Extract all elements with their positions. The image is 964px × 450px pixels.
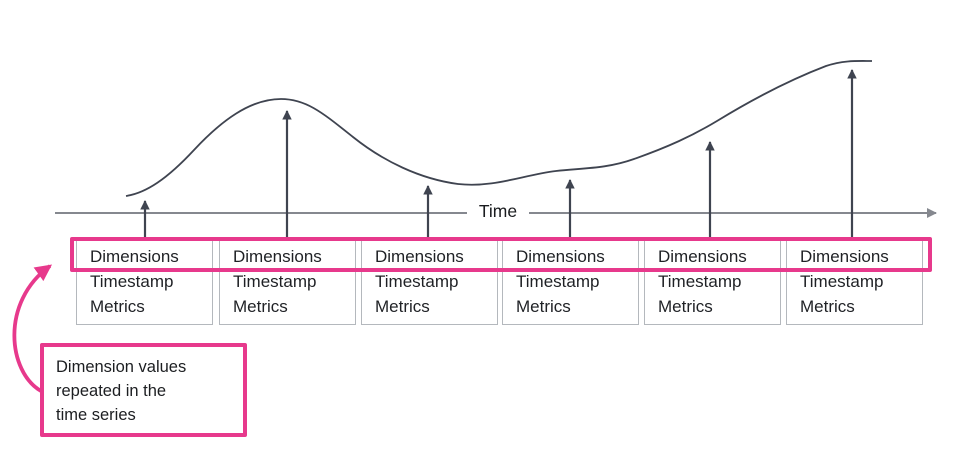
record-box-4: Dimensions Timestamp Metrics <box>502 239 639 325</box>
field-timestamp: Timestamp <box>658 272 742 291</box>
record-box-1: Dimensions Timestamp Metrics <box>76 239 213 325</box>
data-point-arrows <box>140 69 857 239</box>
field-metrics: Metrics <box>375 297 430 316</box>
record-box-3: Dimensions Timestamp Metrics <box>361 239 498 325</box>
field-timestamp: Timestamp <box>90 272 174 291</box>
field-timestamp: Timestamp <box>800 272 884 291</box>
field-metrics: Metrics <box>800 297 855 316</box>
field-metrics: Metrics <box>658 297 713 316</box>
field-dimensions: Dimensions <box>658 247 747 266</box>
time-series-curve <box>125 60 873 197</box>
field-timestamp: Timestamp <box>375 272 459 291</box>
field-dimensions: Dimensions <box>375 247 464 266</box>
record-box-6: Dimensions Timestamp Metrics <box>786 239 923 325</box>
callout-box: Dimension values repeated in the time se… <box>40 343 247 437</box>
field-timestamp: Timestamp <box>233 272 317 291</box>
time-axis-label: Time <box>478 201 518 221</box>
field-dimensions: Dimensions <box>233 247 322 266</box>
record-box-5: Dimensions Timestamp Metrics <box>644 239 781 325</box>
field-metrics: Metrics <box>233 297 288 316</box>
field-dimensions: Dimensions <box>90 247 179 266</box>
field-timestamp: Timestamp <box>516 272 600 291</box>
record-box-2: Dimensions Timestamp Metrics <box>219 239 356 325</box>
field-metrics: Metrics <box>516 297 571 316</box>
callout-arrow-icon <box>12 264 53 393</box>
field-dimensions: Dimensions <box>800 247 889 266</box>
field-metrics: Metrics <box>90 297 145 316</box>
field-dimensions: Dimensions <box>516 247 605 266</box>
